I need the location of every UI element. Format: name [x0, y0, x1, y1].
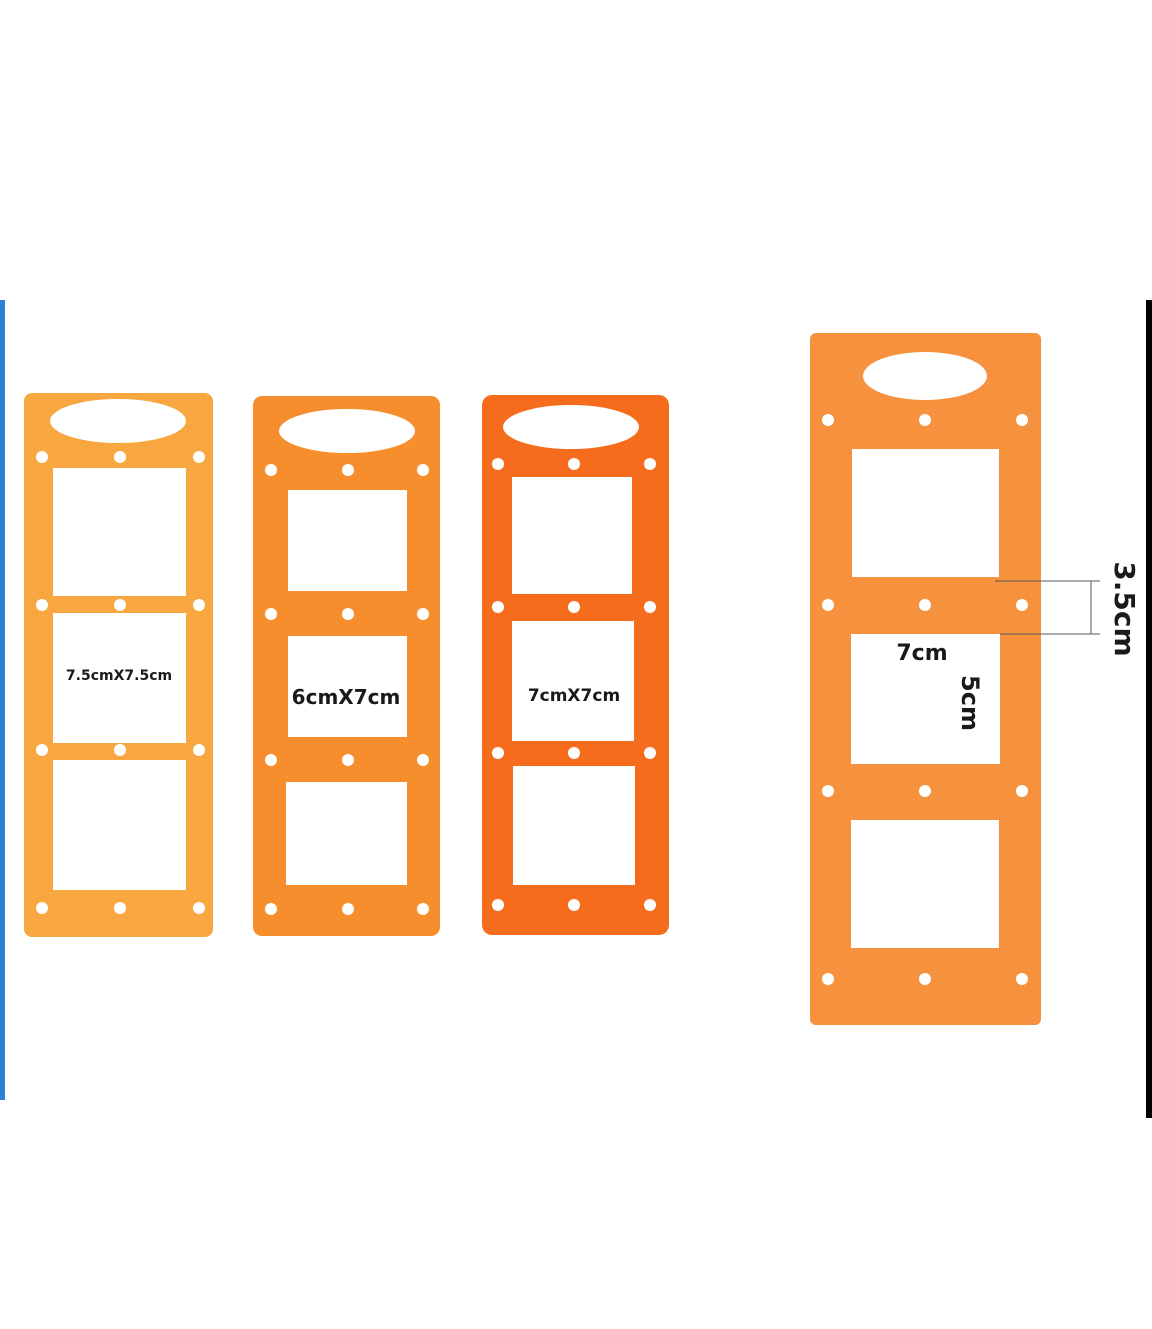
photo-window [53, 468, 186, 596]
gap-height-label: 3.5cm [1108, 561, 1141, 656]
photo-window [288, 490, 407, 591]
panel-2-size-label: 6cmX7cm [292, 685, 401, 709]
window-height-label: 5cm [956, 675, 984, 731]
photo-window [53, 613, 186, 743]
left-edge-strip [0, 300, 5, 1100]
photo-window [512, 621, 634, 741]
photo-window [53, 760, 186, 890]
photo-window [852, 449, 999, 577]
frame-panel-4: 3.5cm 7cm 5cm [810, 333, 1141, 1025]
photo-window [288, 636, 407, 737]
photo-window [851, 634, 1000, 764]
hang-slot [503, 405, 639, 449]
mounting-holes [822, 414, 1028, 985]
mounting-holes [265, 464, 429, 915]
dimension-bracket [995, 580, 1100, 635]
frame-panel-2: 6cmX7cm [253, 396, 440, 936]
frame-panel-1: 7.5cmX7.5cm [24, 393, 213, 937]
panel-3-size-label: 7cmX7cm [528, 686, 620, 706]
hang-slot [50, 399, 186, 443]
hang-slot [863, 352, 987, 400]
photo-window [851, 820, 999, 948]
photo-window [513, 766, 635, 885]
mounting-holes [492, 458, 656, 911]
window-width-label: 7cm [896, 641, 947, 666]
panel-1-size-label: 7.5cmX7.5cm [66, 668, 172, 684]
right-edge-strip [1146, 300, 1152, 1118]
hang-slot [279, 409, 415, 453]
photo-window [286, 782, 407, 885]
frame-panel-3: 7cmX7cm [482, 395, 669, 935]
mounting-holes [36, 451, 205, 914]
photo-window [512, 477, 632, 594]
